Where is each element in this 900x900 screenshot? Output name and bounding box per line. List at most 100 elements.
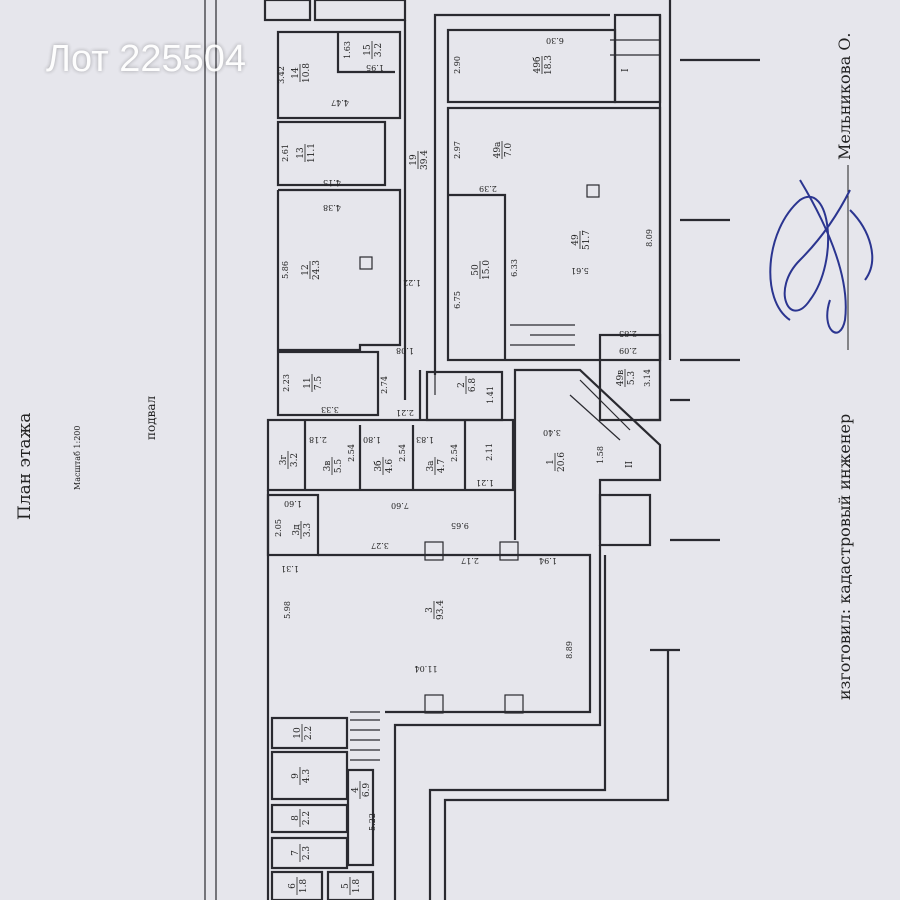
dimension-label: 8.89 — [565, 641, 574, 659]
room-number: 15 — [363, 44, 373, 56]
engineer-name: Мельникова О. — [835, 32, 854, 160]
dimension-label: 9.65 — [451, 521, 469, 530]
dimension-label: 6.75 — [453, 291, 462, 309]
dimension-label: 3.40 — [543, 428, 561, 437]
room-number: 49б — [532, 57, 543, 74]
dimension-label: 1.08 — [396, 346, 414, 355]
dimension-label: 4.38 — [323, 203, 341, 212]
room-number: 1 — [546, 459, 556, 465]
room-number: 49а — [493, 141, 503, 158]
room-area: 7.0 — [504, 143, 514, 158]
dimension-label: 2.18 — [309, 435, 327, 444]
dimension-label: 2.21 — [396, 408, 414, 417]
plan-scale: Масштаб 1:200 — [73, 426, 82, 491]
dimension-label: 5.61 — [571, 266, 589, 275]
dimension-label: 6.30 — [546, 36, 564, 45]
dimension-label: 1.58 — [596, 446, 605, 464]
room-number: 2 — [457, 382, 467, 388]
dimension-label: 1.22 — [403, 278, 421, 287]
room-number: 19 — [409, 154, 419, 166]
dimension-label: 5.98 — [283, 601, 292, 619]
dimension-label: 2.05 — [274, 519, 283, 537]
dimension-label: 3.14 — [643, 369, 652, 387]
room-number: 3в — [323, 461, 333, 472]
room-area: 6.9 — [362, 783, 372, 798]
dimension-label: 8.09 — [645, 229, 654, 247]
room-number: 5 — [341, 883, 351, 889]
room-area: 51.7 — [582, 230, 592, 250]
room-area: 3.3 — [303, 523, 313, 538]
room-area: 4.7 — [437, 459, 447, 474]
dimension-label: 1.31 — [281, 564, 299, 573]
room-number: 9 — [291, 773, 301, 779]
room-number: 49 — [571, 234, 581, 246]
room-area: 93.4 — [436, 600, 446, 620]
room-number: 4 — [351, 787, 361, 793]
dimension-label: 1.94 — [539, 556, 557, 565]
stair-marks: I II — [621, 68, 635, 468]
dimension-label: 2.74 — [380, 376, 389, 394]
dimension-labels: 1.631.953.424.472.614.154.385.861.221.08… — [274, 36, 654, 831]
dimension-label: 1.21 — [476, 478, 494, 487]
dimension-label: 4.15 — [323, 178, 341, 187]
dimension-label: 2.61 — [281, 144, 290, 162]
plan-level: подвал — [144, 395, 158, 440]
dimension-label: 2.54 — [347, 444, 356, 462]
dimension-label: 2.39 — [479, 184, 497, 193]
made-by-label: изготовил: кадастровый инженер — [835, 414, 854, 700]
dimension-label: 2.54 — [450, 444, 459, 462]
room-number: 7 — [291, 850, 301, 856]
dimension-label: 11.04 — [415, 664, 438, 673]
dimension-label: 1.63 — [343, 41, 352, 59]
room-area: 6.8 — [468, 378, 478, 393]
room-area: 15.0 — [482, 260, 492, 280]
room-area: 24.3 — [312, 260, 322, 280]
dimension-label: 2.97 — [453, 141, 462, 159]
room-area: 1.8 — [352, 879, 362, 894]
dimension-label: 2.90 — [453, 56, 462, 74]
dimension-label: 2.11 — [485, 443, 494, 461]
dimension-label: 3.27 — [371, 541, 389, 550]
dimension-label: 1.60 — [284, 499, 302, 508]
dimension-label: 5.22 — [368, 813, 377, 831]
room-area: 3.2 — [374, 43, 384, 57]
room-number: 14 — [291, 67, 301, 79]
room-number: 11 — [303, 377, 313, 388]
plan-title: План этажа — [15, 413, 35, 520]
room-area: 5.5 — [334, 459, 344, 474]
watermark: Лот 225504 — [46, 38, 247, 80]
room-area: 18.3 — [544, 55, 554, 75]
titles: План этажа Масштаб 1:200 подвал изготови… — [15, 32, 854, 700]
room-area: 2.3 — [302, 846, 312, 861]
room-area: 5.3 — [627, 371, 637, 386]
room-area: 3.2 — [290, 453, 300, 467]
dimension-label: 1.95 — [366, 63, 384, 72]
room-number: 3г — [279, 455, 289, 466]
room-area: 4.3 — [302, 769, 312, 784]
room-number: 3 — [425, 607, 435, 613]
stair-mark-1: I — [621, 68, 631, 72]
room-number: 13 — [296, 147, 306, 159]
dimension-label: 1.83 — [416, 435, 434, 444]
